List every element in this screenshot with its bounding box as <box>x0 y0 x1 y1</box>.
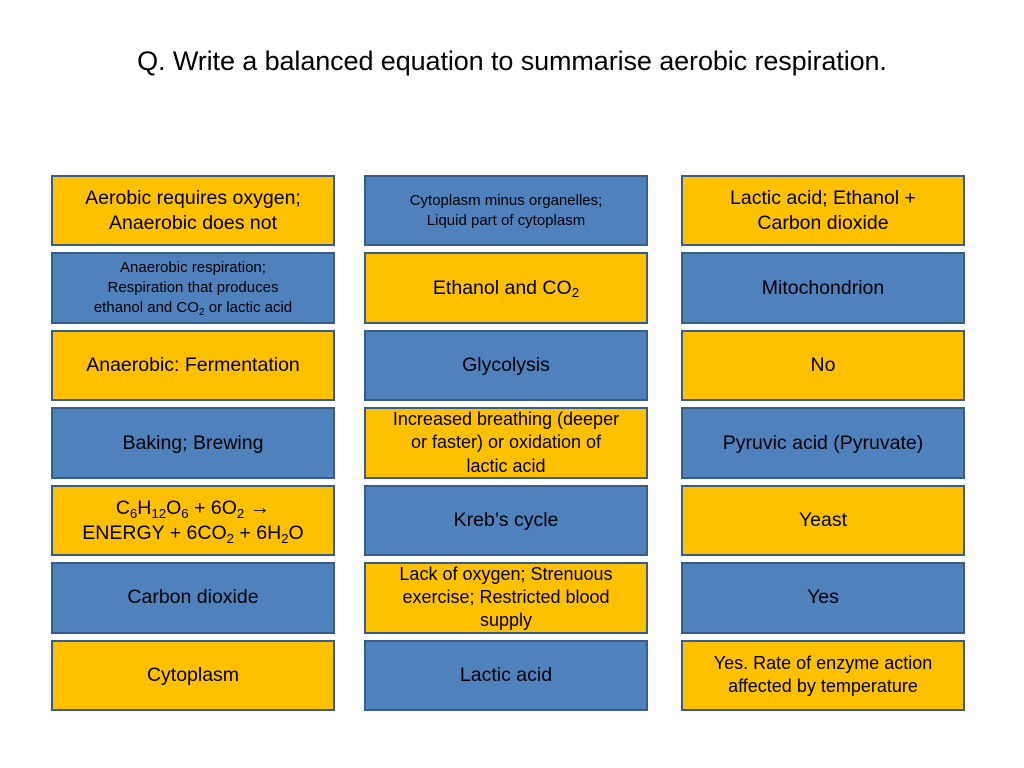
answer-card-label: Cytoplasm <box>146 663 240 686</box>
answer-card[interactable]: Carbon dioxide <box>51 562 335 634</box>
page-title: Q. Write a balanced equation to summaris… <box>137 46 887 76</box>
answer-card[interactable]: Baking; Brewing <box>51 407 335 479</box>
answer-card[interactable]: Yeast <box>681 484 965 557</box>
answer-card-label: Baking; Brewing <box>122 431 264 454</box>
answer-card-label: Glycolysis <box>462 354 550 377</box>
answer-card-label: Increased breathing (deeper or faster) o… <box>392 409 620 476</box>
answer-card-label: Carbon dioxide <box>127 586 259 609</box>
answer-card[interactable]: Yes <box>681 562 965 634</box>
answer-card[interactable]: Lactic acid; Ethanol + Carbon dioxide <box>681 175 965 247</box>
answer-card[interactable]: Glycolysis <box>364 329 648 402</box>
answer-card[interactable]: Ethanol and CO2 <box>364 252 648 324</box>
answer-card-label: Pyruvic acid (Pyruvate) <box>722 431 924 454</box>
answer-card[interactable]: Lactic acid <box>364 639 648 711</box>
answer-card-label: Lactic acid <box>459 663 553 686</box>
answer-card-label: Lactic acid; Ethanol + Carbon dioxide <box>730 186 916 234</box>
answer-card[interactable]: Anaerobic respiration;Respiration that p… <box>51 252 335 324</box>
answer-card-label: No <box>810 354 836 377</box>
answer-card-label: Anaerobic respiration;Respiration that p… <box>93 259 293 318</box>
answer-card[interactable]: C6H12O6 + 6O2 →ENERGY + 6CO2 + 6H2O <box>51 484 335 557</box>
answer-card[interactable]: Pyruvic acid (Pyruvate) <box>681 407 965 479</box>
card-column-2: Cytoplasm minus organelles; Liquid part … <box>364 175 648 711</box>
answer-card-label: Cytoplasm minus organelles; Liquid part … <box>409 191 603 229</box>
answer-card[interactable]: Anaerobic: Fermentation <box>51 329 335 402</box>
answer-card-label: C6H12O6 + 6O2 →ENERGY + 6CO2 + 6H2O <box>82 495 304 546</box>
answer-card[interactable]: Cytoplasm <box>51 639 335 711</box>
answer-card[interactable]: Kreb’s cycle <box>364 484 648 557</box>
answer-card-label: Aerobic requires oxygen; Anaerobic does … <box>85 186 301 234</box>
answer-card-label: Anaerobic: Fermentation <box>86 354 300 377</box>
answer-card[interactable]: Cytoplasm minus organelles; Liquid part … <box>364 175 648 247</box>
answer-card[interactable]: Mitochondrion <box>681 252 965 324</box>
answer-card-label: Mitochondrion <box>761 276 885 299</box>
answer-card[interactable]: Increased breathing (deeper or faster) o… <box>364 407 648 479</box>
answer-card[interactable]: Yes. Rate of enzyme action affected by t… <box>681 639 965 711</box>
answer-card-label: Ethanol and CO2 <box>432 276 580 301</box>
answer-card[interactable]: Lack of oxygen; Strenuous exercise; Rest… <box>364 562 648 634</box>
answer-card-label: Yes <box>807 586 839 609</box>
card-column-1: Aerobic requires oxygen; Anaerobic does … <box>51 175 335 711</box>
answer-card-label: Lack of oxygen; Strenuous exercise; Rest… <box>399 564 613 631</box>
answer-card-label: Yeast <box>798 508 848 531</box>
answer-card[interactable]: No <box>681 329 965 402</box>
answer-card-label: Kreb’s cycle <box>453 508 559 531</box>
answer-card[interactable]: Aerobic requires oxygen; Anaerobic does … <box>51 175 335 247</box>
answer-card-label: Yes. Rate of enzyme action affected by t… <box>713 653 933 697</box>
